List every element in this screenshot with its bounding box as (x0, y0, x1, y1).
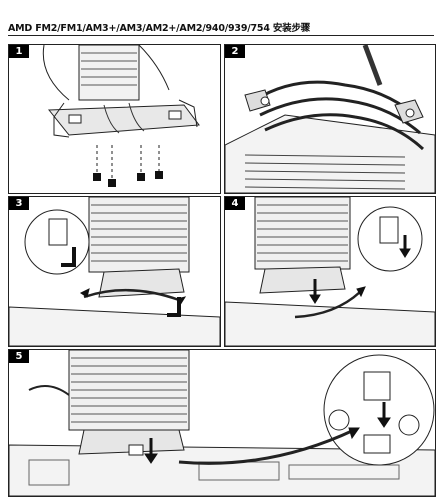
step-1-panel: 1 (8, 44, 221, 194)
step-5-badge: 5 (9, 350, 29, 363)
step-4-panel: 4 (224, 196, 436, 347)
step-2-badge: 2 (225, 45, 245, 58)
step-4-illustration (225, 197, 435, 346)
step-5-panel: 5 (8, 349, 436, 497)
step-2-panel: 2 (224, 44, 436, 194)
step-1-badge: 1 (9, 45, 29, 58)
step-3-panel: 3 (8, 196, 221, 347)
step-2-illustration (225, 45, 435, 193)
page-title: AMD FM2/FM1/AM3+/AM3/AM2+/AM2/940/939/75… (8, 23, 311, 34)
step-3-illustration (9, 197, 220, 346)
step-1-illustration (42, 45, 200, 187)
step-5-illustration (9, 350, 435, 496)
step-3-badge: 3 (9, 197, 29, 210)
title-rule (8, 35, 434, 36)
step-4-badge: 4 (225, 197, 245, 210)
